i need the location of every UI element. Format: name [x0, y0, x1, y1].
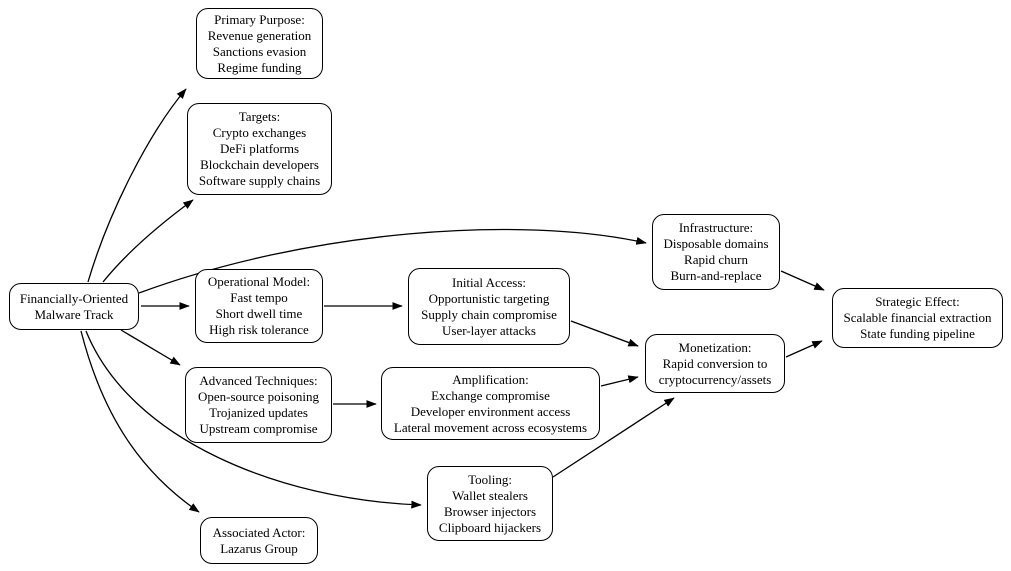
node-line: Blockchain developers [200, 157, 319, 172]
node-line: Rapid conversion to [662, 355, 768, 371]
node-line: Crypto exchanges [212, 125, 307, 140]
node-line: Exchange compromise [431, 387, 550, 403]
node-initial-access: Initial Access: Opportunistic targeting … [408, 268, 570, 345]
node-line: Targets: [238, 109, 281, 124]
node-line: Wallet stealers [452, 487, 528, 503]
node-strategic-effect: Strategic Effect: Scalable financial ext… [832, 288, 1003, 348]
node-monetization: Monetization: Rapid conversion to crypto… [645, 334, 785, 393]
node-associated-actor: Associated Actor: Lazarus Group [200, 517, 318, 564]
node-line: Advanced Techniques: [199, 373, 318, 388]
node-targets: Targets: Crypto exchanges DeFi platforms… [187, 103, 332, 195]
node-malware-track: Financially-Oriented Malware Track [9, 283, 139, 330]
edge-infrastructure-to-strategic-effect [780, 270, 825, 291]
node-line: Lazarus Group [220, 540, 298, 556]
node-line: High risk tolerance [209, 322, 309, 337]
node-line: Scalable financial extraction [843, 310, 992, 325]
node-line: Lateral movement across ecosystems [393, 419, 588, 435]
node-line: DeFi platforms [219, 141, 300, 156]
node-line: Disposable domains [663, 236, 769, 251]
edge-malware-track-to-tooling [85, 330, 422, 509]
node-line: Software supply chains [198, 173, 321, 188]
node-line: cryptocurrency/assets [658, 371, 772, 387]
node-line: Clipboard hijackers [438, 519, 542, 535]
node-line: Supply chain compromise [421, 306, 557, 322]
node-line: Upstream compromise [199, 421, 318, 436]
node-line: Malware Track [34, 306, 114, 322]
node-operational-model: Operational Model: Fast tempo Short dwel… [195, 269, 323, 343]
node-line: Associated Actor: [212, 524, 306, 540]
node-line: Initial Access: [451, 274, 526, 290]
node-line: Amplification: [452, 371, 529, 387]
node-line: Trojanized updates [209, 405, 308, 420]
node-infrastructure: Infrastructure: Disposable domains Rapid… [652, 214, 780, 290]
node-primary-purpose: Primary Purpose: Revenue generation Sanc… [196, 8, 323, 79]
edge-initial-access-to-monetization [570, 320, 639, 347]
node-line: Monetization: [678, 339, 752, 355]
node-line: Tooling: [468, 471, 512, 487]
node-line: Developer environment access [410, 403, 571, 419]
node-tooling: Tooling: Wallet stealers Browser injecto… [427, 466, 553, 541]
node-advanced-techniques: Advanced Techniques: Open-source poisoni… [185, 367, 332, 443]
node-line: Financially-Oriented [19, 290, 129, 306]
node-line: Operational Model: [207, 274, 311, 289]
node-line: Burn-and-replace [670, 268, 762, 283]
node-line: Revenue generation [207, 27, 312, 43]
node-line: State funding pipeline [860, 326, 975, 341]
edge-tooling-to-monetization [552, 397, 675, 478]
node-line: Primary Purpose: [214, 11, 305, 27]
node-line: Fast tempo [230, 290, 288, 305]
node-line: Strategic Effect: [875, 294, 960, 309]
edge-monetization-to-strategic-effect [785, 340, 823, 358]
node-line: Opportunistic targeting [428, 290, 550, 306]
edge-malware-track-to-primary-purpose [87, 88, 187, 283]
node-line: Open-source poisoning [198, 389, 319, 404]
node-line: Rapid churn [684, 252, 748, 267]
edge-malware-track-to-targets [102, 199, 194, 283]
node-line: Sanctions evasion [212, 43, 307, 59]
node-line: Regime funding [217, 59, 302, 75]
edge-malware-track-to-advanced-techniques [120, 329, 181, 366]
node-line: Infrastructure: [678, 220, 754, 235]
node-line: User-layer attacks [442, 322, 536, 338]
node-amplification: Amplification: Exchange compromise Devel… [381, 367, 600, 440]
node-line: Short dwell time [215, 306, 303, 321]
edge-malware-track-to-associated-actor [80, 330, 200, 513]
node-line: Browser injectors [443, 503, 537, 519]
edge-amplification-to-monetization [600, 375, 639, 387]
